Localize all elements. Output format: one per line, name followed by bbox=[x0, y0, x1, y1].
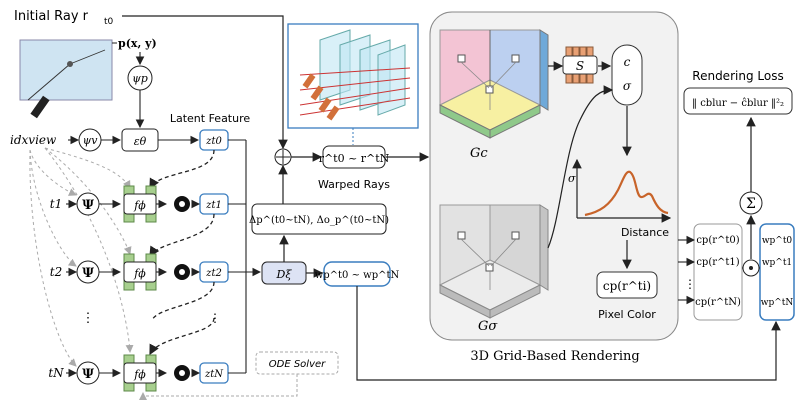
c-output-label: c bbox=[624, 55, 631, 69]
f-phi-t2: fϕ bbox=[133, 267, 146, 280]
warped-rays-label: Warped Rays bbox=[318, 178, 390, 191]
pixel-color-formula: cp(r^ti) bbox=[603, 279, 651, 293]
warped-rays-box bbox=[322, 145, 386, 169]
initial-ray-label: Initial Ray r bbox=[14, 9, 89, 24]
t2-label: t2 bbox=[50, 265, 62, 279]
delta-label: Δp^(t0~tN), Δo_p^(t0~tN) bbox=[249, 215, 389, 226]
w-column-box bbox=[759, 223, 795, 321]
cp-t1: cp(r^t1) bbox=[696, 257, 739, 268]
s-network-block bbox=[562, 46, 598, 84]
sigma-axis-label: σ bbox=[568, 172, 576, 185]
encoder-label: εθ bbox=[134, 135, 147, 148]
time-row-t2: t2 Ψ fϕ bbox=[50, 253, 201, 291]
z-vdots: ⋮ bbox=[209, 311, 221, 325]
sigma-output-label: σ bbox=[623, 79, 632, 93]
pixel-color-label: Pixel Color bbox=[598, 308, 656, 321]
point-label: p(x, y) bbox=[118, 37, 157, 50]
delta-box bbox=[251, 203, 387, 235]
z-t2-label: zt2 bbox=[205, 268, 222, 279]
rendering-loss-title: Rendering Loss bbox=[692, 69, 783, 83]
warped-rays-formula: r^t0 ~ r^tN bbox=[319, 152, 390, 165]
pixel-color-box bbox=[596, 271, 658, 299]
time-row-tN: tN Ψ fϕ bbox=[48, 354, 201, 392]
psi-t1: Ψ bbox=[82, 198, 94, 213]
color-grid-cube bbox=[438, 29, 549, 139]
z-t1-label: zt1 bbox=[205, 200, 222, 211]
c-sigma-output bbox=[611, 44, 643, 106]
density-grid-cube bbox=[438, 204, 549, 319]
rows-vdots: ⋮ bbox=[82, 311, 95, 326]
z-tN-label: ztN bbox=[204, 369, 224, 380]
f-phi-tN: fϕ bbox=[133, 368, 146, 381]
f-phi-t1: fϕ bbox=[133, 199, 146, 212]
cp-tN: cp(r^tN) bbox=[695, 297, 741, 308]
psi-t2: Ψ bbox=[82, 266, 94, 281]
z-t0-label: zt0 bbox=[205, 136, 222, 147]
gsigma-label: Gσ bbox=[478, 319, 498, 334]
w-p-label: wp^t0 ~ wp^tN bbox=[315, 270, 400, 281]
gc-label: Gc bbox=[470, 146, 488, 161]
idx-view-label: idxview bbox=[10, 133, 57, 147]
cp-vdots: ⋮ bbox=[684, 277, 696, 291]
sum-symbol: Σ bbox=[746, 196, 756, 212]
w-t1: wp^t1 bbox=[762, 258, 792, 268]
warped-rays-planes bbox=[299, 29, 411, 121]
camera-image bbox=[19, 39, 113, 119]
latent-feature-label: Latent Feature bbox=[170, 112, 251, 125]
w-tN: wp^tN bbox=[761, 298, 794, 308]
ode-solver-label: ODE Solver bbox=[269, 359, 326, 370]
distance-axis-label: Distance bbox=[621, 226, 669, 239]
psi-tN: Ψ bbox=[82, 367, 94, 382]
rendering-loss-formula: ‖ cblur − ĉblur ‖²₂ bbox=[692, 98, 784, 109]
w-t0: wp^t0 bbox=[762, 236, 793, 246]
cp-column-box bbox=[693, 223, 743, 321]
rendering-loss-box bbox=[683, 87, 793, 115]
psi-v-label: ψv bbox=[83, 134, 99, 147]
time-row-t1: t1 Ψ fϕ bbox=[50, 185, 201, 223]
cp-t0: cp(r^t0) bbox=[696, 235, 739, 246]
tN-label: tN bbox=[48, 366, 64, 380]
density-plot bbox=[572, 158, 672, 223]
psi-p-label: ψp bbox=[132, 72, 148, 85]
d-xi-label: Dξ bbox=[276, 268, 293, 281]
initial-ray-sub: t0 bbox=[104, 17, 114, 27]
rendering-panel-label: 3D Grid-Based Rendering bbox=[470, 349, 639, 364]
t1-label: t1 bbox=[50, 197, 62, 211]
s-label: S bbox=[576, 59, 584, 73]
